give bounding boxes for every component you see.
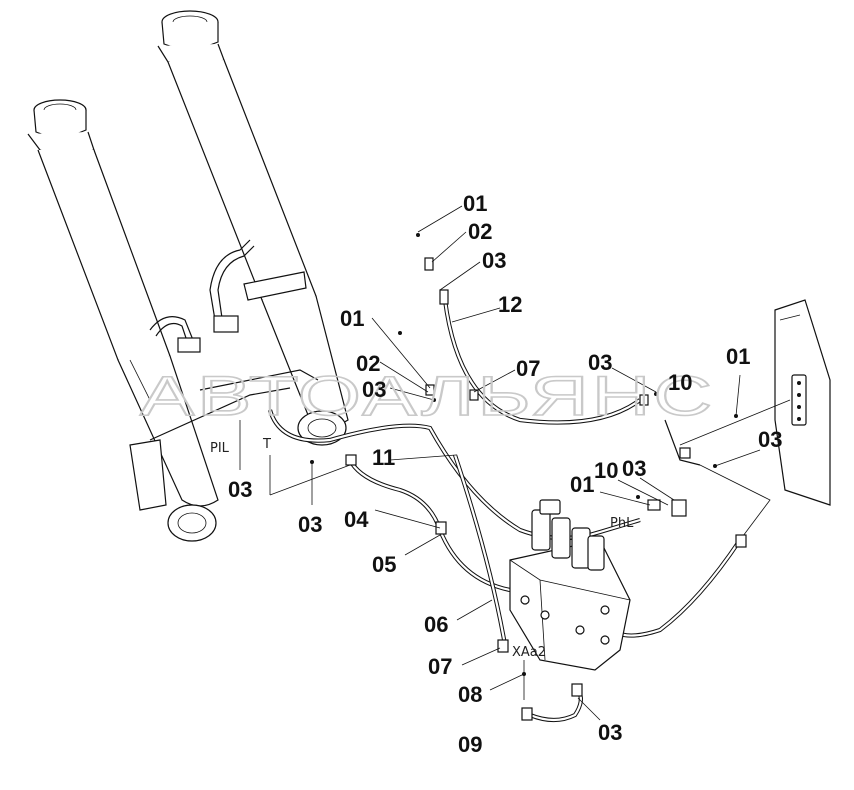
leader-lines: [239, 205, 761, 721]
callout-02: 02: [468, 219, 492, 244]
callout-01: 01: [570, 472, 594, 497]
right-lift-cylinder: [157, 10, 349, 446]
watermark-text: АВТОАЛЬЯНС: [140, 364, 715, 427]
callout-07: 07: [428, 654, 452, 679]
callout-03: 03: [758, 427, 782, 452]
port-label-pil: PIL: [210, 441, 230, 456]
right-mounting-panel: [664, 299, 831, 541]
hoses: [267, 299, 742, 723]
callout-01: 01: [340, 306, 364, 331]
port-label-phl: PhL: [610, 516, 634, 531]
callout-02: 02: [356, 351, 380, 376]
control-valve-block: [509, 499, 631, 671]
callout-03: 03: [482, 248, 506, 273]
callout-10: 10: [668, 370, 692, 395]
callout-03: 03: [298, 512, 322, 537]
callout-01: 01: [463, 191, 487, 216]
callout-06: 06: [424, 612, 448, 637]
callout-07: 07: [516, 356, 540, 381]
callout-04: 04: [344, 507, 369, 532]
cylinder-piping: [149, 239, 319, 441]
port-label-t: T: [262, 437, 271, 452]
callout-03: 03: [622, 456, 646, 481]
left-lift-cylinder: [27, 99, 219, 542]
callout-12: 12: [498, 292, 522, 317]
callout-11: 11: [372, 445, 395, 470]
callout-05: 05: [372, 552, 396, 577]
callout-10: 10: [594, 458, 618, 483]
port-label-xaa2: XAa2: [512, 645, 546, 660]
callout-03: 03: [598, 720, 622, 745]
callout-09: 09: [458, 732, 482, 757]
callout-03: 03: [228, 477, 252, 502]
callout-03: 03: [588, 350, 612, 375]
callout-01: 01: [726, 344, 750, 369]
callout-03: 03: [362, 377, 386, 402]
callout-08: 08: [458, 682, 482, 707]
